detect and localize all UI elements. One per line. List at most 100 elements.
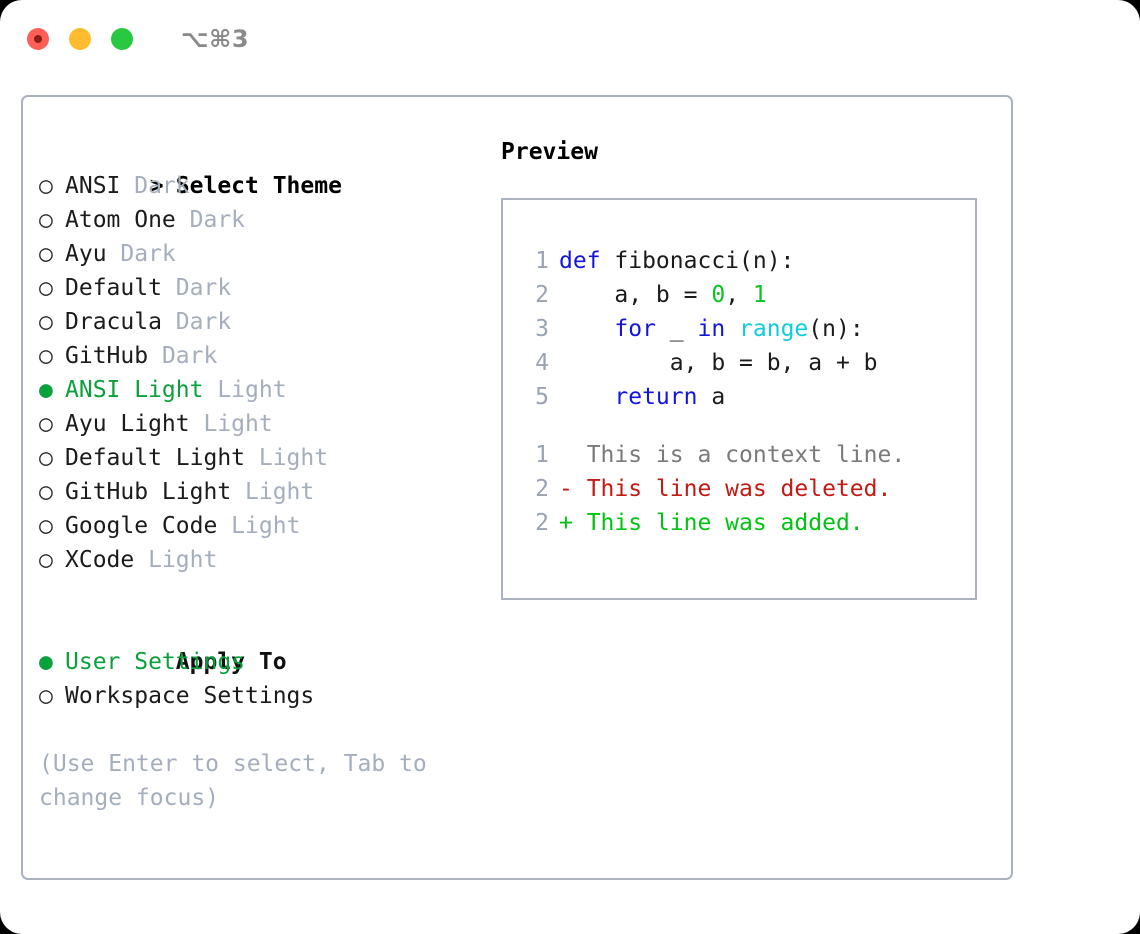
diff-text: This is a context line. — [559, 442, 906, 468]
code-diff-spacer — [503, 414, 975, 438]
apply-to-list: ● User Settings ○ Workspace Settings — [39, 645, 499, 713]
theme-variant-tag: Dark — [161, 309, 232, 335]
diff-line: 2 - This line was deleted. — [503, 472, 975, 506]
theme-list-item[interactable]: ○Default Dark — [39, 271, 499, 305]
diff-text: + This line was added. — [559, 510, 864, 536]
radio-selected-icon[interactable]: ● — [39, 377, 53, 403]
keyboard-hint-text: (Use Enter to select, Tab to change focu… — [39, 751, 441, 811]
preview-title: Preview — [501, 139, 598, 165]
theme-variant-tag: Light — [203, 377, 287, 403]
radio-unselected-icon[interactable]: ○ — [39, 411, 53, 437]
code-token: a, b = — [559, 282, 712, 308]
close-window-icon[interactable] — [27, 28, 49, 50]
diff-line: 2+ This line was added. — [503, 506, 975, 540]
code-token: (n): — [808, 316, 864, 342]
theme-variant-tag: Light — [217, 513, 301, 539]
code-token: 0 — [711, 282, 726, 308]
theme-name-label: Ayu Light — [65, 411, 190, 437]
theme-variant-tag: Dark — [106, 241, 176, 267]
theme-name-label: GitHub Light — [65, 479, 232, 505]
theme-variant-tag: Light — [245, 445, 329, 471]
theme-variant-tag: Dark — [161, 275, 232, 301]
radio-unselected-icon[interactable]: ○ — [39, 683, 53, 709]
theme-list-item[interactable]: ○Dracula Dark — [39, 305, 499, 339]
apply-to-label: Workspace Settings — [65, 683, 315, 709]
apply-to-label: User Settings — [65, 649, 246, 675]
theme-name-label: ANSI Light — [65, 377, 204, 403]
line-number: 5 — [535, 384, 549, 410]
apply-to-header: Apply To — [39, 611, 499, 675]
apply-to-item[interactable]: ○ Workspace Settings — [39, 679, 499, 713]
minimize-window-icon[interactable] — [69, 28, 91, 50]
code-token: _ — [655, 316, 698, 342]
theme-list-item[interactable]: ○ Ayu Light Light — [39, 407, 499, 441]
theme-list-item[interactable]: ○ Default Light Light — [39, 441, 499, 475]
line-number: 1 — [535, 442, 549, 468]
line-number: 4 — [535, 350, 549, 376]
theme-name-label: ANSI — [65, 173, 121, 199]
code-text: def fibonacci(n): — [549, 244, 794, 278]
diff-sample: 1 This is a context line. 2 - This line wa… — [503, 438, 975, 540]
theme-variant-tag: Dark — [120, 173, 190, 199]
theme-variant-tag: Light — [231, 479, 315, 505]
section-spacer — [39, 577, 499, 611]
apply-to-item[interactable]: ● User Settings — [39, 645, 499, 679]
code-token: fibonacci(n): — [600, 248, 795, 274]
line-number: 1 — [535, 248, 549, 274]
code-token: a, b = b, a + b — [559, 350, 878, 376]
theme-list-item[interactable]: ● ANSI Light Light — [39, 373, 499, 407]
theme-list-item[interactable]: ○ GitHub Light Light — [39, 475, 499, 509]
title-bar: ⌥⌘3 — [0, 0, 1140, 78]
theme-list-item[interactable]: ○ Atom One Dark — [39, 203, 499, 237]
code-line: 5 return a — [503, 380, 975, 414]
theme-list-item[interactable]: ○GitHub Dark — [39, 339, 499, 373]
radio-unselected-icon[interactable]: ○ — [39, 241, 53, 267]
code-text: return a — [549, 380, 725, 414]
theme-list-item[interactable]: ○Ayu Dark — [39, 237, 499, 271]
code-line: 2 a, b = 0, 1 — [503, 278, 975, 312]
maximize-window-icon[interactable] — [111, 28, 133, 50]
code-text: for _ in range(n): — [549, 312, 864, 346]
radio-unselected-icon[interactable]: ○ — [39, 343, 53, 369]
radio-unselected-icon[interactable]: ○ — [39, 513, 53, 539]
theme-name-label: Atom One — [65, 207, 176, 233]
line-number: 3 — [535, 316, 549, 342]
hint-spacer — [39, 713, 499, 747]
diff-text: - This line was deleted. — [559, 476, 892, 502]
line-number: 2 — [535, 476, 549, 502]
radio-unselected-icon[interactable]: ○ — [39, 479, 53, 505]
code-token — [559, 384, 614, 410]
radio-unselected-icon[interactable]: ○ — [39, 207, 53, 233]
theme-variant-tag: Light — [189, 411, 273, 437]
code-token — [559, 316, 614, 342]
code-line: 4 a, b = b, a + b — [503, 346, 975, 380]
line-number: 2 — [535, 282, 549, 308]
radio-unselected-icon[interactable]: ○ — [39, 173, 53, 199]
code-line: 3 for _ in range(n): — [503, 312, 975, 346]
radio-unselected-icon[interactable]: ○ — [39, 309, 53, 335]
radio-unselected-icon[interactable]: ○ — [39, 445, 53, 471]
theme-picker-column: >Select Theme ○ANSI Dark○Atom One Dark○A… — [39, 135, 499, 815]
theme-list-item[interactable]: ○Google Code Light — [39, 509, 499, 543]
code-token: return — [614, 384, 698, 410]
radio-selected-icon[interactable]: ● — [39, 649, 53, 675]
main-panel: >Select Theme ○ANSI Dark○Atom One Dark○A… — [21, 95, 1013, 880]
theme-name-label: Default Light — [65, 445, 246, 471]
prompt-caret-icon: > — [149, 173, 164, 199]
theme-variant-tag: Dark — [175, 207, 246, 233]
radio-unselected-icon[interactable]: ○ — [39, 275, 53, 301]
code-token: , — [725, 282, 753, 308]
theme-list-item[interactable]: ○XCode Light — [39, 543, 499, 577]
select-theme-header: > Select Theme — [39, 135, 499, 199]
radio-unselected-icon[interactable]: ○ — [39, 547, 53, 573]
code-token: in — [697, 316, 726, 342]
code-token: a — [697, 384, 726, 410]
select-theme-header-label: Select Theme — [175, 173, 342, 199]
theme-name-label: GitHub — [65, 343, 149, 369]
theme-list-item[interactable]: ○ ANSI Dark — [39, 169, 499, 203]
